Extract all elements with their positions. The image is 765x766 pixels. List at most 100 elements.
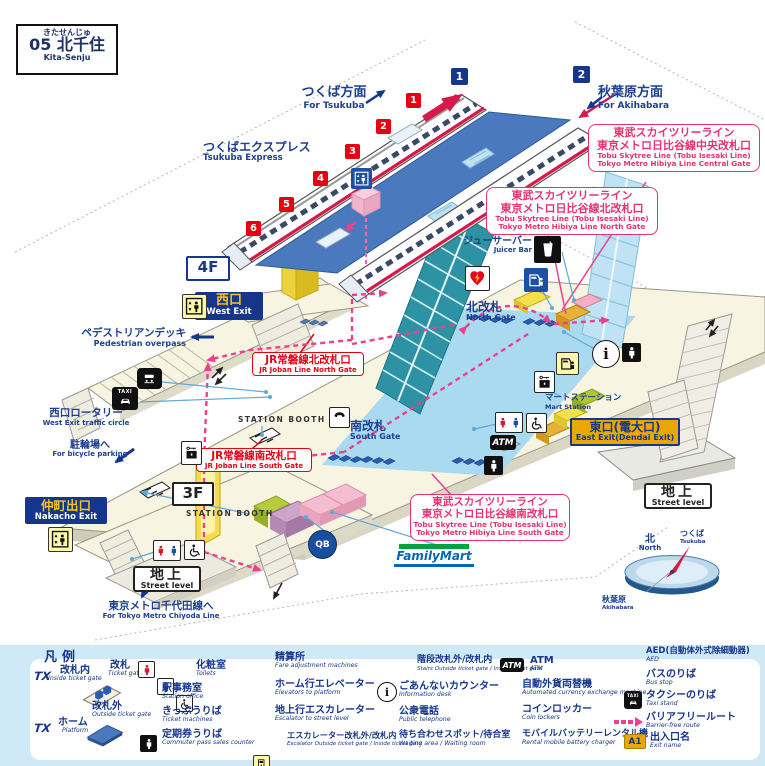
jr-joban-north-gate-box: JR常磐線北改札口 JR Joban Line North Gate [252, 352, 364, 377]
legend-elevators-en: Elevators to platform [275, 689, 341, 696]
legend-battery-en: Rental mobile battery charger [522, 739, 616, 746]
legend-ticket-gate-en: Ticket gate [108, 670, 143, 677]
legend-office-jp: 駅事務室 [162, 683, 202, 694]
legend-inside-gate-en: Inside ticket gate [48, 675, 102, 682]
station-name: 05 北千住 [29, 35, 105, 55]
mart-station-label: マートステーション Mart Station [545, 393, 622, 411]
taxi-stand-icon-map: TAXI [112, 387, 138, 410]
legend-toilets-jp: 化粧室 [196, 660, 226, 671]
station-office-icon-legend [140, 735, 157, 752]
legend-outside-gate-en: Outside ticket gate [92, 711, 152, 718]
exit-number-2-badge: 2 [573, 66, 590, 83]
legend-esc-oi-en: Escalator Outside ticket gate / Inside t… [287, 741, 423, 747]
legend-aed-jp: AED(自動体外式除細動器) [646, 646, 750, 656]
legend-atm-en: ATM [530, 665, 543, 672]
vending-machine-icon [524, 268, 548, 292]
east-exit-box: 東口(電大口) East Exit(Dendai Exit) [570, 418, 680, 446]
tsukuba-direction-label: つくば方面 For Tsukuba [301, 85, 367, 111]
juicer-bar-icon [534, 236, 561, 263]
exit-number-1-badge: 1 [451, 68, 468, 85]
station-office-icon-north [622, 343, 641, 362]
legend-waiting-en: Waiting area / Waiting room [399, 740, 486, 747]
familymart-bar-green [399, 544, 469, 549]
taxi-stand-icon-legend: TAXI [624, 691, 642, 709]
legend-stairs-jp: 階段改札外/改札内 [417, 655, 493, 665]
chiyoda-line-label: 東京メトロ千代田線へ For Tokyo Metro Chiyoda Line [102, 600, 220, 620]
legend-atm-jp: ATM [530, 655, 554, 666]
wheelchair-icon-legend [176, 695, 193, 712]
legend-esc-oi-jp: エスカレーター改札外/改札内 [287, 730, 397, 740]
legend-esc-street-en: Escalator to street level [275, 715, 349, 722]
public-phone-icon-map [329, 407, 350, 428]
bus-stop-icon-map [137, 368, 162, 389]
barrier-free-route-icon-legend [614, 717, 643, 727]
bicycle-parking-label: 駐輪場へ For bicycle parking [52, 440, 128, 459]
legend-tickets-en: Ticket machines [162, 716, 213, 723]
legend-commuter-en: Commuter pass sales counter [162, 739, 255, 746]
legend-info-en: Information desk [399, 691, 452, 698]
legend-info-icon-text: i [384, 685, 390, 699]
legend-taxi-jp: タクシーのりば [646, 690, 716, 701]
qb-house-text: QB [315, 539, 330, 550]
station-name-box: きたせんじゅ 05 北千住 Kita-Senju [16, 24, 118, 75]
legend-platform-jp: ホーム [58, 717, 88, 728]
platform-3d-icon [86, 721, 124, 747]
legend-exit-name-en: Exit name [650, 742, 682, 749]
car-number-3: 3 [345, 144, 360, 159]
legend-commuter-jp: 定期券うりば [162, 729, 222, 740]
station-booth-label-2: STATION BOOTH [186, 509, 274, 518]
legend-stairs-en: Stairs Outside ticket gate / Inside tick… [417, 666, 543, 672]
station-office-icon-south [484, 456, 503, 475]
legend-taxi-icon-text: TAXI [626, 692, 640, 698]
south-gate-label: 南改札 South Gate [350, 419, 401, 442]
car-number-6: 6 [246, 221, 261, 236]
compass-akihabara-label: 秋葉原 Akihabara [602, 595, 634, 611]
legend-exchange-en: Automated currency exchange machine [522, 689, 647, 696]
legend-title: 凡例 [44, 650, 81, 665]
street-level-box-east: 地上 Street level [644, 483, 712, 510]
legend-tickets-jp: きっぷうりば [162, 706, 222, 717]
tobu-central-gate-box: 東武スカイツリーライン 東京メトロ日比谷線中央改札口 Tobu Skytree … [588, 124, 760, 172]
legend-taxi-en: Taxi stand [646, 700, 678, 707]
legend-outside-gate-jp: 改札外 [92, 701, 122, 712]
pedestrian-overpass-label: ペデストリアンデッキ Pedestrian overpass [81, 327, 186, 348]
legend-panel: 凡例 TX 改札内 Inside ticket gate 改札 Ticket g… [0, 645, 765, 766]
toilets-icon-east [495, 412, 523, 433]
legend-lockers-en: Coin lockers [522, 714, 560, 721]
akihabara-direction-label: 秋葉原方面 For Akihabara [598, 85, 670, 111]
nakacho-exit-box: 仲町出口 Nakacho Exit [25, 497, 107, 525]
toilet-man-icon-legend [138, 661, 155, 678]
coin-lockers-icon-north [534, 371, 555, 393]
legend-exchange-jp: 自動外貨両替機 [522, 679, 592, 690]
legend-toilets-en: Toilets [196, 670, 216, 677]
station-romaji: Kita-Senju [43, 53, 91, 63]
wheelchair-icon-nakacho [184, 540, 205, 560]
legend-lockers-jp: コインロッカー [522, 704, 592, 715]
legend-battery-jp: モバイルバッテリーレンタル機 [522, 729, 649, 739]
legend-elevators-jp: ホーム行エレベーター [275, 679, 375, 690]
station-booth-label-1: STATION BOOTH [238, 415, 326, 424]
compass-tsukuba-label: つくば Tsukuba [680, 529, 706, 545]
legend-barrier-en: Barrier-free route [646, 722, 700, 729]
legend-phone-jp: 公衆電話 [399, 706, 439, 717]
car-number-2: 2 [376, 119, 391, 134]
legend-aed-en: AED [646, 656, 659, 663]
car-number-4: 4 [313, 171, 328, 186]
tobu-north-gate-box: 東武スカイツリーライン 東京メトロ日比谷線北改札口 Tobu Skytree L… [486, 187, 658, 235]
legend-esc-street-jp: 地上行エスカレーター [275, 705, 375, 716]
tsukuba-express-label: つくばエクスプレス Tsukuba Express [203, 140, 311, 164]
legend-office-en: Station office [162, 693, 204, 700]
floor-4f-badge: 4F [186, 256, 230, 281]
toilet-woman-icon-legend [157, 678, 174, 695]
legend-phone-en: Public telephone [399, 716, 451, 723]
legend-inside-gate-jp: 改札内 [60, 665, 90, 676]
ticket-machines-icon-map [556, 352, 579, 375]
information-desk-icon-map: i [592, 340, 620, 368]
fare-adjustment-icon-legend [253, 755, 270, 766]
car-number-5: 5 [279, 197, 294, 212]
legend-fare-jp: 精算所 [275, 652, 305, 663]
platform-4f [221, 94, 604, 303]
legend-exit-name-jp: 出入口名 [650, 732, 690, 743]
wheelchair-icon-east [526, 413, 547, 433]
